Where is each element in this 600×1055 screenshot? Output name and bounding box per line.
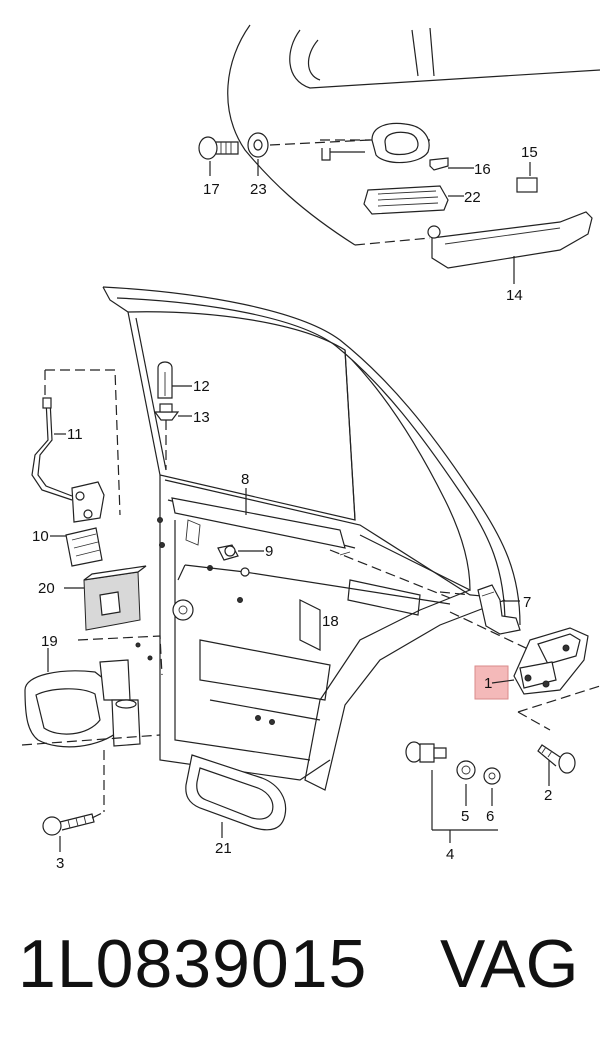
callout-17: 17 [203, 181, 220, 198]
part-5-nut [456, 760, 476, 806]
callout-11: 11 [67, 426, 83, 443]
callout-22: 22 [464, 189, 481, 206]
callout-8: 8 [241, 471, 249, 488]
part-4-bolt [405, 741, 498, 843]
callout-6: 6 [486, 808, 494, 825]
callout-1: 1 [484, 675, 492, 692]
callout-19: 19 [41, 633, 58, 650]
part-10-actuator [50, 481, 105, 567]
callout-3: 3 [56, 855, 64, 872]
callout-18: 18 [322, 613, 339, 630]
brand-label: VAG [440, 926, 579, 1002]
part-7-bracket [439, 584, 521, 635]
callout-16: 16 [474, 161, 491, 178]
part-9-clip [217, 544, 264, 561]
callout-5: 5 [461, 808, 469, 825]
callout-7: 7 [523, 594, 531, 611]
part-11-rod [31, 369, 121, 516]
callout-13: 13 [193, 409, 210, 426]
callout-20: 20 [38, 580, 55, 597]
callout-14: 14 [506, 287, 523, 304]
callout-15: 15 [521, 144, 538, 161]
callout-4: 4 [446, 846, 454, 863]
part-19-inner-handle [21, 635, 163, 812]
part-3-screw [42, 811, 105, 852]
part-17-screw [198, 136, 239, 176]
callout-21: 21 [215, 840, 232, 857]
handle-assembly-top [321, 122, 593, 284]
highlight-box-part-1 [474, 665, 509, 700]
lock-rod [177, 549, 451, 605]
callout-2: 2 [544, 787, 552, 804]
part-1-door-lock [449, 611, 600, 731]
part-6-washer [483, 767, 501, 806]
part-23-washer [247, 132, 371, 176]
callout-10: 10 [32, 528, 49, 545]
part-20-foam [64, 565, 147, 631]
part-13-guide [153, 403, 192, 470]
part-12-button [157, 361, 192, 399]
callout-12: 12 [193, 378, 210, 395]
part-number: 1L0839015 [18, 926, 368, 1002]
part-8-seal [171, 488, 346, 549]
callout-9: 9 [265, 543, 273, 560]
part-2-screw [537, 744, 576, 786]
part-21-bezel [185, 754, 287, 838]
callout-labels: 17 23 16 15 22 14 12 13 11 8 10 9 20 7 1… [32, 144, 552, 872]
callout-23: 23 [250, 181, 267, 198]
